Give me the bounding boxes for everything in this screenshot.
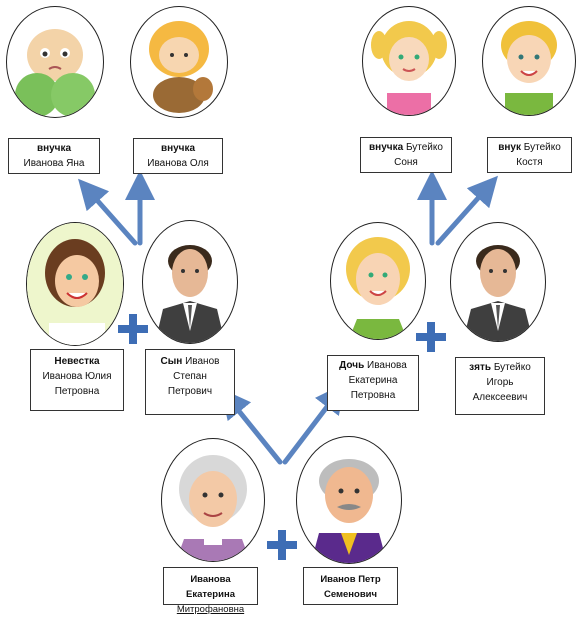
label-son: Сын Иванов Степан Петрович <box>145 349 235 415</box>
arrow-to-son <box>220 388 283 465</box>
plus-icon <box>267 530 297 560</box>
portrait-daughter <box>330 222 426 340</box>
person-surname: Иванова <box>367 360 407 371</box>
role-label: Дочь <box>339 360 365 371</box>
person-name: Иванов Петр <box>320 574 381 585</box>
portrait-daughter-in-law <box>26 222 124 346</box>
role-label: внучка <box>36 143 72 154</box>
portrait-grandchild-sonya <box>362 6 456 116</box>
label-grandmother: Иванова Екатерина Митрофановна <box>163 567 258 615</box>
person-name: Иванова Екатерина <box>186 574 235 600</box>
plus-icon <box>118 314 148 344</box>
person-name: Иванова Яна <box>23 158 85 169</box>
label-daughter: Дочь Иванова Екатерина Петровна <box>327 355 419 411</box>
label-daughter-in-law: Невестка Иванова Юлия Петровна <box>30 349 124 411</box>
person-name: Степан <box>173 371 207 382</box>
person-patronymic: Петровна <box>350 390 396 401</box>
person-surname: Бутейко <box>523 142 561 153</box>
role-label: внук <box>498 142 521 153</box>
portrait-grandmother <box>161 438 265 562</box>
arrow-to-kostya <box>435 175 498 246</box>
label-son-in-law: зять Бутейко Игорь Алексеевич <box>455 357 545 415</box>
person-name: Иванова Юлия <box>42 371 112 382</box>
person-surname: Иванов <box>185 356 220 367</box>
portrait-grandchild-yana <box>6 6 104 118</box>
role-label: Сын <box>160 356 183 367</box>
role-label: зять <box>469 362 492 373</box>
person-patronymic: Семенович <box>323 589 378 600</box>
person-surname: Бутейко <box>493 362 531 373</box>
person-name: Игорь <box>486 377 514 388</box>
person-name: Екатерина <box>348 375 398 386</box>
person-patronymic: Петрович <box>167 386 213 397</box>
person-name: Костя <box>516 157 543 168</box>
role-label: Невестка <box>54 356 100 367</box>
arrow-to-yana <box>78 178 138 246</box>
label-grandchild-sonya: внучка Бутейко Соня <box>360 137 452 173</box>
person-patronymic: Петровна <box>54 386 100 397</box>
person-surname: Бутейко <box>405 142 443 153</box>
portrait-son-in-law <box>450 222 546 342</box>
portrait-grandfather <box>296 436 402 564</box>
label-grandchild-kostya: внук Бутейко Костя <box>487 137 572 173</box>
label-grandchild-olya: внучка Иванова Оля <box>133 138 223 174</box>
person-name: Соня <box>394 157 418 168</box>
person-name: Иванова Оля <box>147 158 209 169</box>
portrait-grandchild-kostya <box>482 6 576 116</box>
plus-icon <box>416 322 446 352</box>
label-grandfather: Иванов Петр Семенович <box>303 567 398 605</box>
portrait-son <box>142 220 238 344</box>
portrait-grandchild-olya <box>130 6 228 118</box>
role-label: внучка <box>160 143 196 154</box>
role-label: внучка <box>369 142 404 153</box>
person-patronymic: Алексеевич <box>472 392 528 403</box>
label-grandchild-yana: внучка Иванова Яна <box>8 138 100 174</box>
